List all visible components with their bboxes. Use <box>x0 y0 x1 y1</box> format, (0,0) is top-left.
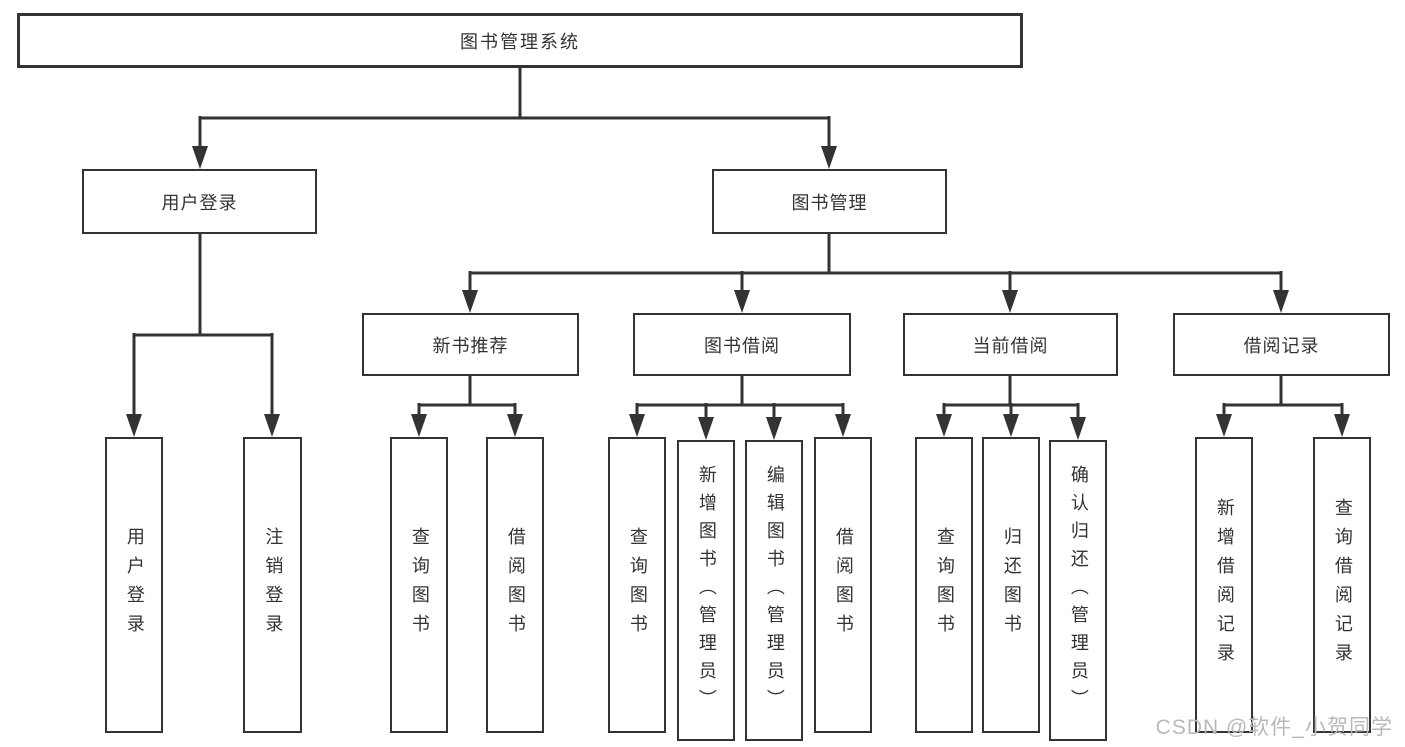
leaf-user-login: 用户登录 <box>105 437 163 733</box>
arrowhead-current-borrow <box>1002 290 1018 313</box>
arrowhead-new-book-recommend <box>462 290 478 313</box>
arrowhead-leaf-borrow-books-2 <box>835 414 851 437</box>
arrowhead-leaf-query-borrow-record <box>1334 414 1350 437</box>
connector-new-book-recommend-branch <box>417 376 517 428</box>
node-borrow-records: 借阅记录 <box>1173 313 1390 376</box>
leaf-query-books-3-label: 查询图书 <box>934 527 955 643</box>
arrowhead-book-management <box>821 146 837 169</box>
node-book-management-label: 图书管理 <box>791 192 868 213</box>
node-user-login: 用户登录 <box>82 169 317 234</box>
arrowhead-leaf-confirm-return-admin <box>1070 417 1086 440</box>
csdn-watermark: CSDN @软件_小贺同学 <box>1155 716 1393 739</box>
connector-book-management-branch <box>468 234 1283 304</box>
node-borrow-records-label: 借阅记录 <box>1243 335 1320 356</box>
arrowhead-leaf-edit-book-admin <box>766 417 782 440</box>
leaf-return-book-label: 归还图书 <box>1001 527 1022 643</box>
arrowhead-leaf-query-books-2 <box>629 414 645 437</box>
leaf-borrow-books-1-label: 借阅图书 <box>505 527 526 643</box>
node-user-login-label: 用户登录 <box>161 192 238 213</box>
arrowhead-leaf-user-login <box>126 414 142 437</box>
leaf-query-borrow-record-label: 查询借阅记录 <box>1332 498 1353 672</box>
leaf-query-borrow-record: 查询借阅记录 <box>1313 437 1371 733</box>
leaf-confirm-return-admin-label: 确认归还（管理员） <box>1068 464 1089 717</box>
leaf-query-books-3: 查询图书 <box>915 437 973 733</box>
leaf-borrow-books-2-label: 借阅图书 <box>833 527 854 643</box>
leaf-borrow-books-2: 借阅图书 <box>814 437 872 733</box>
node-current-borrow: 当前借阅 <box>903 313 1118 376</box>
arrowhead-book-borrow <box>734 290 750 313</box>
connector-borrow-records-branch <box>1222 376 1344 428</box>
node-book-borrow-label: 图书借阅 <box>704 335 780 356</box>
arrowhead-leaf-add-book-admin <box>698 417 714 440</box>
leaf-user-login-label: 用户登录 <box>124 527 145 643</box>
connector-user-login-branch <box>132 234 274 428</box>
node-new-book-recommend-label: 新书推荐 <box>432 335 509 356</box>
leaf-add-borrow-record: 新增借阅记录 <box>1195 437 1253 733</box>
arrowhead-borrow-records <box>1273 290 1289 313</box>
leaf-edit-book-admin: 编辑图书（管理员） <box>745 440 803 741</box>
leaf-add-book-admin: 新增图书（管理员） <box>677 440 735 741</box>
node-current-borrow-label: 当前借阅 <box>972 335 1049 356</box>
leaf-query-books-2: 查询图书 <box>608 437 666 733</box>
leaf-query-books-2-label: 查询图书 <box>627 527 648 643</box>
arrowhead-user-login <box>192 146 208 169</box>
node-book-management: 图书管理 <box>712 169 947 234</box>
leaf-logout: 注销登录 <box>243 437 302 733</box>
node-new-book-recommend: 新书推荐 <box>362 313 579 376</box>
connector-book-borrow-branch <box>635 376 845 431</box>
connector-root-to-level2 <box>198 67 831 160</box>
leaf-query-books-1-label: 查询图书 <box>409 527 430 643</box>
arrowhead-leaf-add-borrow-record <box>1216 414 1232 437</box>
node-book-borrow: 图书借阅 <box>633 313 851 376</box>
arrowhead-leaf-borrow-books-1 <box>507 414 523 437</box>
arrowhead-leaf-query-books-1 <box>411 414 427 437</box>
node-root-label: 图书管理系统 <box>460 31 580 52</box>
arrowhead-leaf-logout <box>264 414 280 437</box>
leaf-edit-book-admin-label: 编辑图书（管理员） <box>764 464 785 717</box>
leaf-confirm-return-admin: 确认归还（管理员） <box>1049 440 1107 741</box>
node-root: 图书管理系统 <box>17 13 1023 68</box>
arrowhead-leaf-query-books-3 <box>936 414 952 437</box>
leaf-return-book: 归还图书 <box>982 437 1040 733</box>
leaf-add-book-admin-label: 新增图书（管理员） <box>696 464 717 717</box>
leaf-logout-label: 注销登录 <box>263 527 284 643</box>
leaf-query-books-1: 查询图书 <box>390 437 448 733</box>
leaf-borrow-books-1: 借阅图书 <box>486 437 544 733</box>
leaf-add-borrow-record-label: 新增借阅记录 <box>1214 498 1235 672</box>
arrowhead-leaf-return-book <box>1003 414 1019 437</box>
